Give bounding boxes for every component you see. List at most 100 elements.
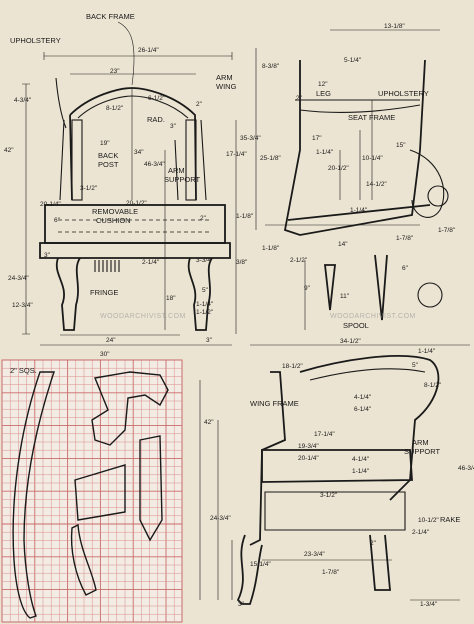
dimension-label: 4-1/4" [352,456,370,463]
label-seat-frame: SEAT FRAME [348,113,395,122]
dimension-label: 3" [44,252,51,259]
dimension-label: 2" [370,540,377,547]
dimension-label: 20-1/4" [298,455,319,462]
dimension-label: 8-1/2" [424,382,442,389]
label-fringe: FRINGE [90,288,118,297]
dimension-label: 17" [312,135,322,142]
dimension-label: 3-3/4" [196,257,214,264]
dimension-label: 35-3/4" [240,135,261,142]
dimension-label: 5-1/4" [344,57,362,64]
elevation-dims: 34-1/2" 18-1/2" 1-1/4" 5" 8-1/2" 4-1/4" 6-1/4"… [204,338,474,608]
dimension-label: 8-3/8" [262,63,280,70]
dimension-label: 14-1/2" [366,181,387,188]
dimension-label: 18" [166,295,176,302]
front-dims: 26-1/4"23"6-1/2"8-1/2"3"2"4-3/4"42"19"34… [4,47,261,358]
dimension-label: 3" [170,123,177,130]
dimension-label: 26-1/4" [138,47,159,54]
dimension-label: 1-1/4" [316,149,334,156]
dimension-label: 24" [106,337,116,344]
dimension-label: 19-3/4" [298,443,319,450]
dimension-label: 2" [200,215,207,222]
dimension-label: 18-1/2" [282,363,303,370]
label-upholstery-tl: UPHOLSTERY [10,36,61,45]
dimension-label: 46-3/4" [458,465,474,472]
label-grid-scale: 2" SQS. [10,366,37,375]
dimension-label: 20-1/4" [40,201,61,208]
label-rake: RAKE [440,515,460,524]
dimension-label: 12-3/4" [12,302,33,309]
dimension-label: 34-1/2" [340,338,361,345]
dimension-label: 1-1/2" [196,309,214,316]
dimension-label: 24-3/4" [210,515,231,522]
dimension-label: 23" [110,68,120,75]
dimension-label: 42" [204,419,214,426]
dimension-label: 23-3/4" [304,551,325,558]
dimension-label: 8-1/2" [106,105,124,112]
dimension-label: 2" [196,101,203,108]
dimension-label: 1-1/4" [196,301,214,308]
dimension-label: 2-1/4" [142,259,160,266]
dimension-label: 15-1/4" [250,561,271,568]
dimension-label: 24-3/4" [8,275,29,282]
dimension-label: 25-1/8" [260,155,281,162]
label-rad: RAD. [147,115,165,124]
dimension-label: 1-1/4" [418,348,436,355]
dimension-label: 3" [206,337,213,344]
dimension-label: 20-1/2" [328,165,349,172]
dimension-label: 17-1/4" [226,151,247,158]
dimension-label: 9" [304,285,311,292]
pattern-grid [1,359,183,623]
label-upholstery-tr: UPHOLSTERY [378,89,429,98]
dimension-label: 2-1/4" [412,529,430,536]
dimension-label: 30" [100,351,110,358]
side-dims: 13-1/8" 5-1/4" 8-3/8" 12" 2" 17" 1-1/4" 15" 25-1… [260,23,456,300]
dimension-label: 4-3/4" [14,97,32,104]
dimension-label: 11" [340,293,350,300]
dimension-label: 1-7/8" [322,569,340,576]
dimension-label: 1-7/8" [438,227,456,234]
dimension-label: 5" [412,362,419,369]
dimension-label: 3" [238,601,245,608]
dimension-label: 6-1/4" [354,406,372,413]
dimension-label: 6" [54,217,61,224]
dimension-label: 3-1/2" [320,492,338,499]
dimension-label: 6-1/2" [148,95,166,102]
dimension-label: 17-1/4" [314,431,335,438]
dimension-label: 1-1/4" [350,207,368,214]
dimension-label: 6" [402,265,409,272]
dimension-label: 14" [338,241,348,248]
dimension-label: 2-1/2" [290,257,308,264]
dimension-label: 1-1/8" [236,213,254,220]
dimension-label: 1-3/4" [420,601,438,608]
dimension-label: 1-7/8" [396,235,414,242]
front-view [22,52,237,346]
dimension-label: 5" [202,287,209,294]
dimension-label: 20-1/2" [126,200,147,207]
label-wing-frame: WING FRAME [250,399,299,408]
dimension-label: 46-3/4" [144,161,165,168]
dimension-label: 3-1/2" [80,185,98,192]
dimension-label: 42" [4,147,14,154]
dimension-label: 10-1/4" [362,155,383,162]
label-leg: LEG [316,89,331,98]
dimension-label: 10-1/2" [418,517,439,524]
dimension-label: 12" [318,81,328,88]
dimension-label: 4-1/4" [354,394,372,401]
watermark-2: WOODARCHIVIST.COM [330,313,416,320]
dimension-label: 1-1/4" [352,468,370,475]
watermark: WOODARCHIVIST.COM [100,313,186,320]
side-elevation-view [199,344,470,605]
dimension-label: 15" [396,142,406,149]
dimension-label: 34" [134,149,144,156]
label-spool: SPOOL [343,321,369,330]
dimension-label: 13-1/8" [384,23,405,30]
side-section-view [255,29,449,330]
dimension-label: 2" [296,95,303,102]
label-back-frame: BACK FRAME [86,12,135,21]
